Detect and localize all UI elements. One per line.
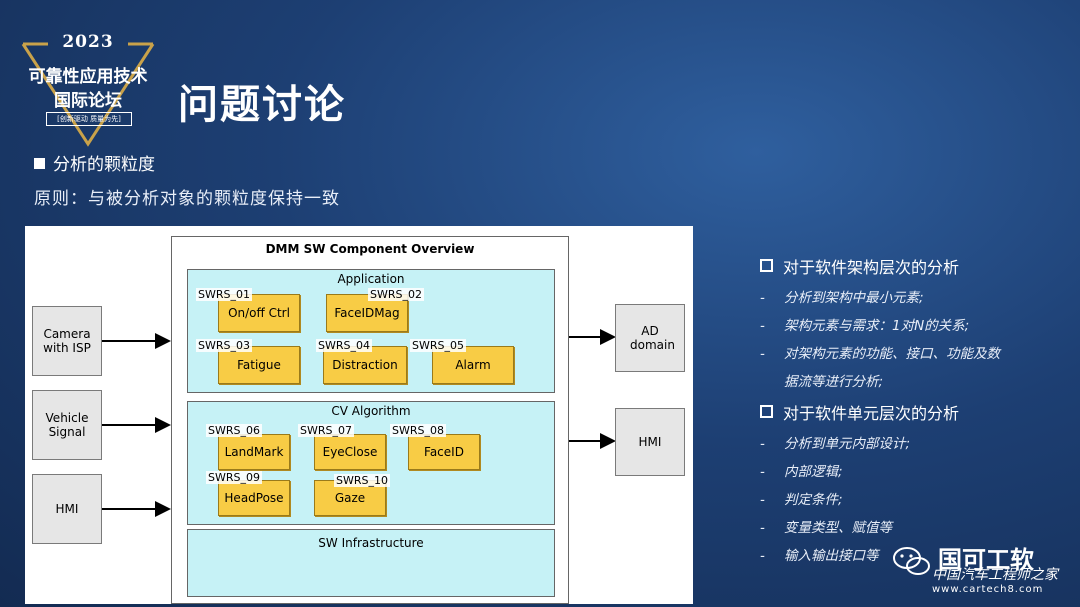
- component-fatigue: Fatigue: [218, 346, 300, 384]
- watermark: 国可工软 中国汽车工程师之家 www.cartech8.com: [890, 540, 1070, 600]
- output-hmi: HMI: [615, 408, 685, 476]
- rl-item-text: 内部逻辑;: [784, 464, 843, 480]
- component-label: Alarm: [455, 358, 491, 372]
- tag-swrs-02: SWRS_02: [368, 288, 424, 301]
- rl-item-continued: 据流等进行分析;: [784, 374, 884, 390]
- rl-item: -输入输出接口等: [760, 548, 879, 564]
- tag-swrs-07: SWRS_07: [298, 424, 354, 437]
- logo-line1: 可靠性应用技术: [28, 67, 148, 87]
- output-ad-label: AD domain: [630, 324, 675, 352]
- component-label: FaceID: [424, 445, 464, 459]
- component-label: Distraction: [332, 358, 398, 372]
- wechat-icon: [893, 547, 930, 575]
- rl-heading-text: 对于软件单元层次的分析: [783, 404, 960, 423]
- logo-year: 2023: [62, 32, 114, 52]
- tag-swrs-01: SWRS_01: [196, 288, 252, 301]
- rl-item-text: 分析到架构中最小元素;: [784, 290, 924, 306]
- watermark-url: www.cartech8.com: [932, 584, 1044, 595]
- principle-text: 原则：与被分析对象的颗粒度保持一致: [34, 189, 340, 209]
- subtitle-text: 分析的颗粒度: [53, 155, 155, 175]
- component-alarm: Alarm: [432, 346, 514, 384]
- component-label: EyeClose: [322, 445, 378, 459]
- rl-item-text: 对架构元素的功能、接口、功能及数: [784, 346, 1000, 362]
- tag-swrs-06: SWRS_06: [206, 424, 262, 437]
- page-title: 问题讨论: [178, 82, 346, 128]
- component-eyeclose: EyeClose: [314, 434, 386, 470]
- component-label: LandMark: [224, 445, 284, 459]
- rl-heading-architecture: 对于软件架构层次的分析: [760, 254, 959, 278]
- checkbox-bullet-icon: [760, 405, 773, 418]
- input-hmi: HMI: [32, 474, 102, 544]
- rl-item-text: 架构元素与需求：1对N的关系;: [784, 318, 970, 334]
- input-vehicle-signal: Vehicle Signal: [32, 390, 102, 460]
- rl-item: -变量类型、赋值等: [760, 520, 892, 536]
- tag-swrs-04: SWRS_04: [316, 339, 372, 352]
- rl-item-text: 输入输出接口等: [784, 548, 879, 564]
- section-infra-title: SW Infrastructure: [318, 536, 424, 550]
- subtitle: 分析的颗粒度: [34, 150, 155, 175]
- forum-logo: 2023 可靠性应用技术 国际论坛 [创新驱动 质量为先]: [18, 32, 158, 152]
- component-label: FaceIDMag: [334, 306, 400, 320]
- component-headpose: HeadPose: [218, 480, 290, 516]
- output-hmi-label: HMI: [638, 435, 662, 449]
- diagram-arrows: [102, 329, 616, 517]
- logo-line2: 国际论坛: [54, 91, 122, 111]
- component-label: HeadPose: [224, 491, 284, 505]
- dmm-diagram: Camera with ISP Vehicle Signal HMI AD do…: [25, 226, 693, 604]
- component-faceid: FaceID: [408, 434, 480, 470]
- tag-swrs-08: SWRS_08: [390, 424, 446, 437]
- overview-title: DMM SW Component Overview: [265, 242, 475, 256]
- logo-line3: [创新驱动 质量为先]: [46, 112, 132, 126]
- input-vehicle-label: Vehicle Signal: [45, 411, 89, 439]
- watermark-name: 国可工软: [938, 546, 1034, 574]
- component-label: Fatigue: [237, 358, 281, 372]
- section-cv-algorithm: CV Algorithm LandMark SWRS_06 EyeClose S…: [187, 401, 555, 525]
- rl-item: -内部逻辑;: [760, 464, 843, 480]
- rl-item: -判定条件;: [760, 492, 843, 508]
- rl-heading-text: 对于软件架构层次的分析: [783, 258, 960, 277]
- rl-heading-unit: 对于软件单元层次的分析: [760, 400, 959, 424]
- tag-swrs-09: SWRS_09: [206, 471, 262, 484]
- rl-item: -分析到架构中最小元素;: [760, 290, 924, 306]
- watermark-sub: 中国汽车工程师之家: [932, 567, 1058, 583]
- tag-swrs-10: SWRS_10: [334, 474, 390, 487]
- section-application: Application On/off Ctrl SWRS_01 FaceIDMa…: [187, 269, 555, 393]
- rl-item-text: 变量类型、赋值等: [784, 520, 892, 536]
- input-camera-label: Camera with ISP: [43, 327, 91, 355]
- rl-item: -分析到单元内部设计;: [760, 436, 911, 452]
- component-landmark: LandMark: [218, 434, 290, 470]
- section-application-title: Application: [337, 272, 405, 286]
- logo-frame-icon: [21, 42, 155, 147]
- input-hmi-label: HMI: [55, 502, 79, 516]
- section-sw-infrastructure: SW Infrastructure: [187, 529, 555, 597]
- component-label: Gaze: [334, 491, 366, 505]
- tag-swrs-03: SWRS_03: [196, 339, 252, 352]
- output-ad-domain: AD domain: [615, 304, 685, 372]
- sw-component-overview: DMM SW Component Overview Application On…: [171, 236, 569, 604]
- section-cv-title: CV Algorithm: [331, 404, 411, 418]
- square-bullet-icon: [34, 158, 45, 169]
- checkbox-bullet-icon: [760, 259, 773, 272]
- rl-item-text: 分析到单元内部设计;: [784, 436, 911, 452]
- rl-item: -对架构元素的功能、接口、功能及数: [760, 346, 1000, 362]
- rl-item: -架构元素与需求：1对N的关系;: [760, 318, 970, 334]
- input-camera: Camera with ISP: [32, 306, 102, 376]
- rl-item-text: 判定条件;: [784, 492, 843, 508]
- tag-swrs-05: SWRS_05: [410, 339, 466, 352]
- component-distraction: Distraction: [323, 346, 407, 384]
- component-label: On/off Ctrl: [228, 306, 290, 320]
- component-onoff-ctrl: On/off Ctrl: [218, 294, 300, 332]
